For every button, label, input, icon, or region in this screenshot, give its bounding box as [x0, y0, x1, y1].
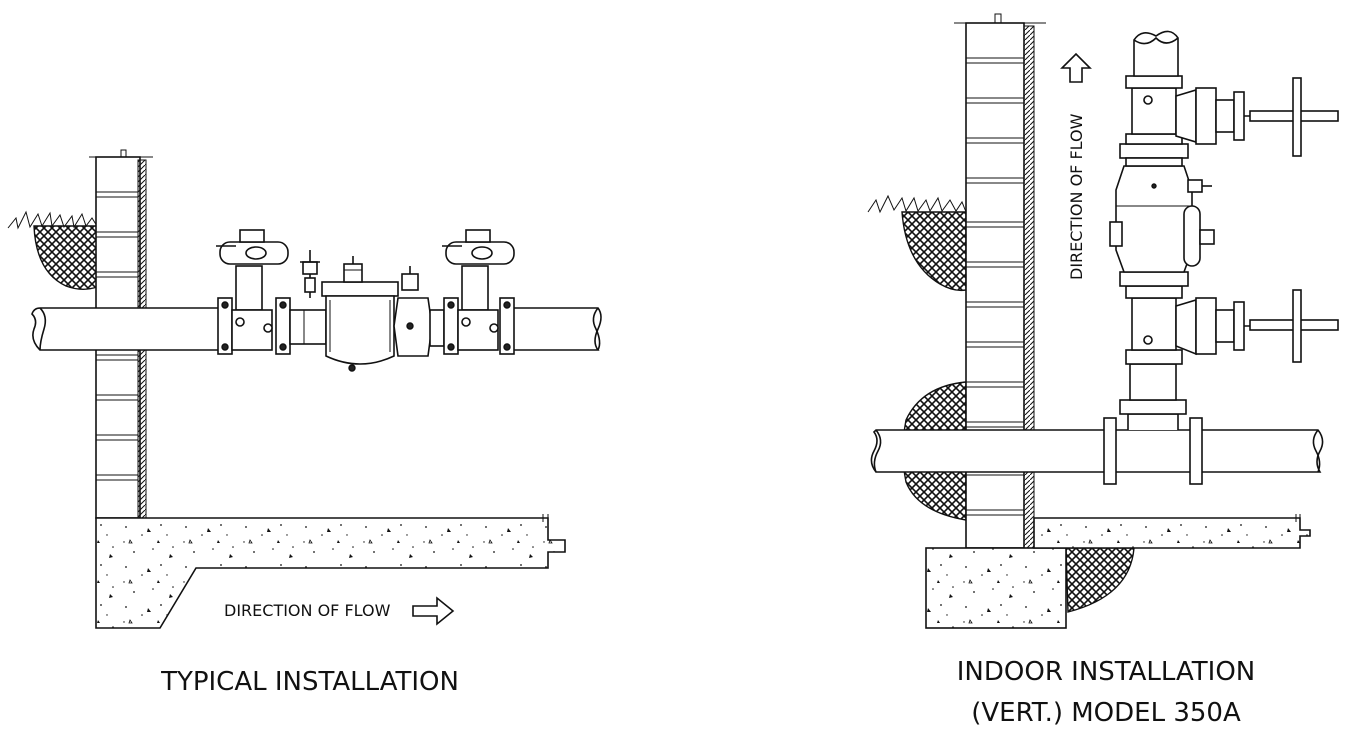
right-arrow-icon: [412, 596, 455, 626]
up-arrow-icon: [1060, 52, 1092, 83]
left-pipe: [31, 307, 602, 351]
left-caption: TYPICAL INSTALLATION: [160, 667, 459, 697]
right-flow-label: DIRECTION OF FLOW: [1067, 113, 1086, 280]
right-horizontal-pipe: [870, 417, 1324, 485]
indoor-installation-drawing: DIRECTION OF FLOW INDOOR INSTALLATION (V…: [867, 13, 1339, 728]
right-footing-and-floor: [925, 514, 1311, 629]
left-soil-shrub: [7, 210, 98, 290]
right-vertical-assembly: [1109, 30, 1339, 430]
left-flow-label: DIRECTION OF FLOW: [224, 601, 391, 620]
left-floor-slab: [95, 514, 566, 629]
left-backflow-assembly: [216, 229, 515, 372]
right-caption-line2: (VERT.) MODEL 350A: [971, 698, 1241, 728]
right-caption-line1: INDOOR INSTALLATION: [957, 657, 1255, 687]
typical-installation-drawing: DIRECTION OF FLOW TYPICAL INSTALLATION: [7, 149, 602, 697]
